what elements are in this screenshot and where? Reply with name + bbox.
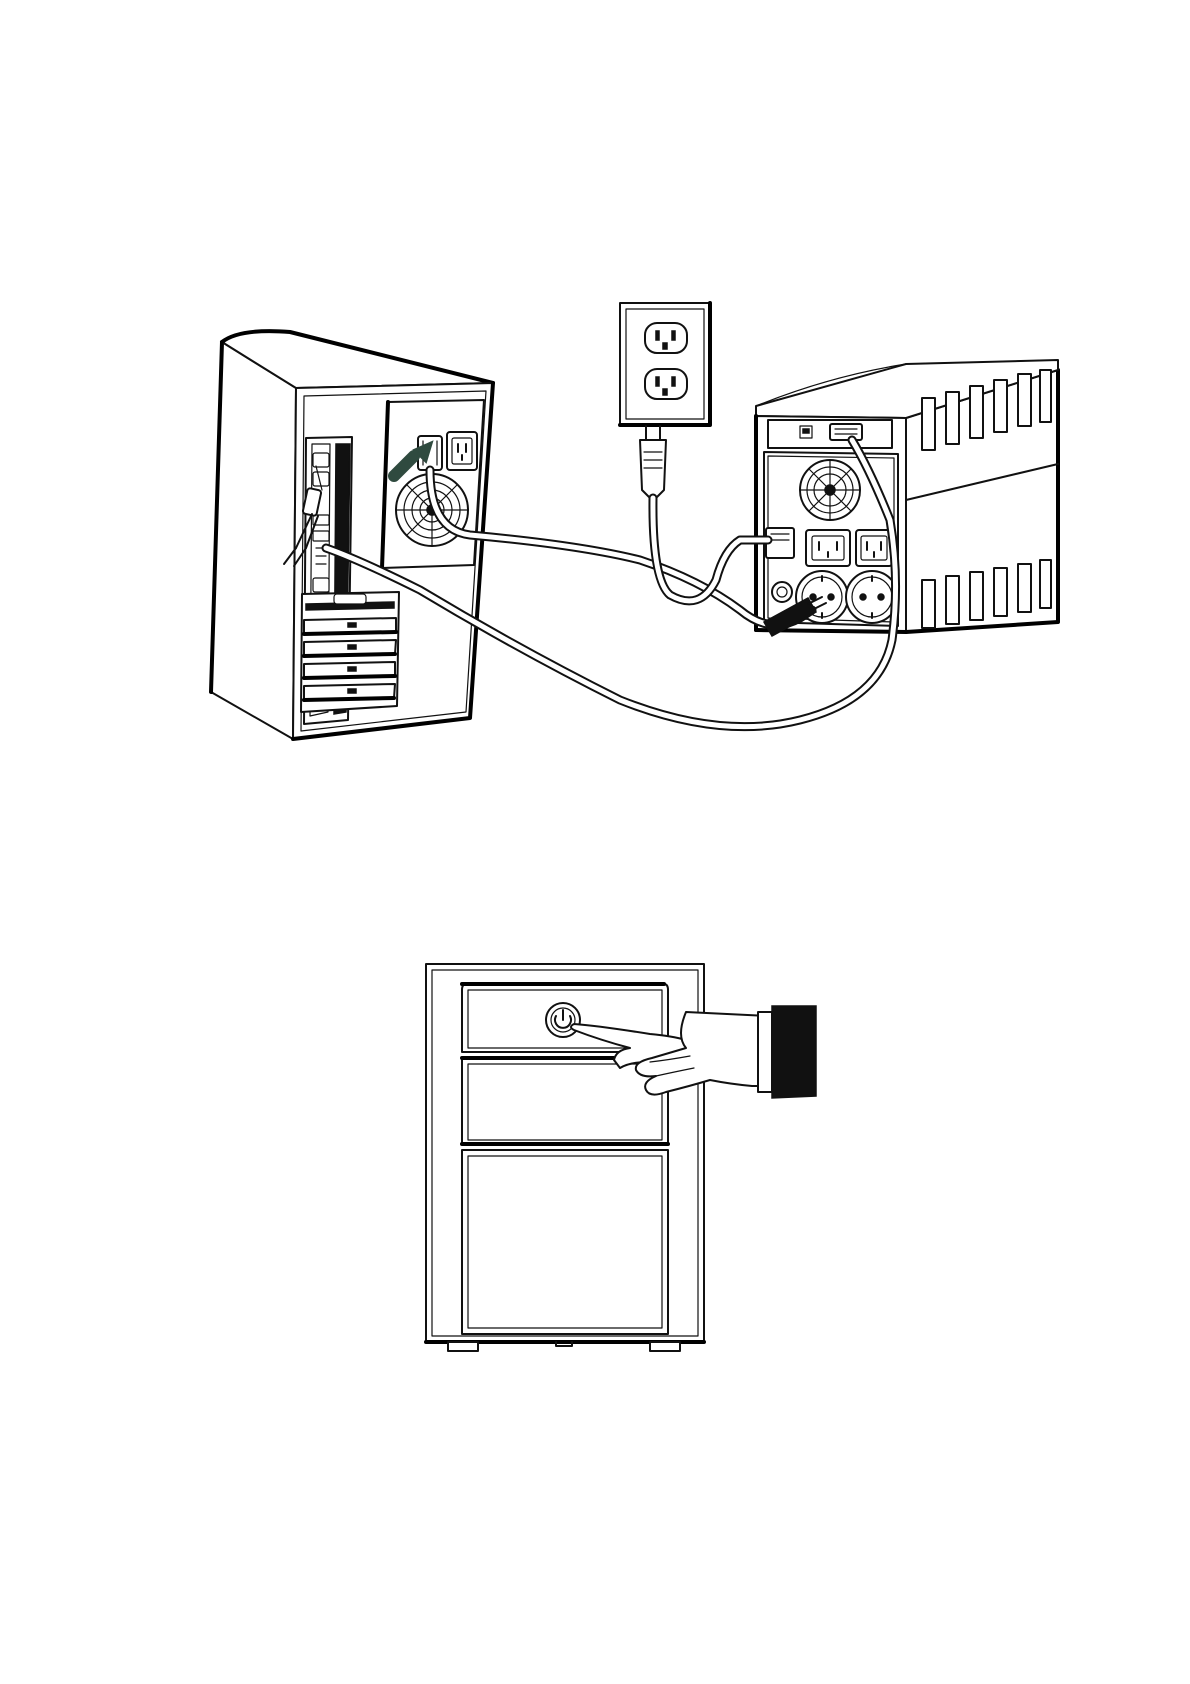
shirt-cuff xyxy=(758,1012,772,1092)
ups-foot-left xyxy=(448,1342,478,1351)
sleeve xyxy=(772,1006,816,1098)
power-button[interactable] xyxy=(546,1003,580,1037)
tower-side-panel xyxy=(211,342,296,739)
ups-unit xyxy=(756,360,1058,632)
iec-socket-icon xyxy=(806,530,850,566)
outlet-receptacle-lower xyxy=(645,369,687,399)
mains-plug xyxy=(640,426,666,498)
ups-breaker xyxy=(772,582,792,602)
wall-outlet xyxy=(620,303,710,425)
outlet-receptacle-upper xyxy=(645,323,687,353)
usb-port-icon xyxy=(800,426,812,438)
mains-cable xyxy=(653,498,768,601)
fan-grille-icon xyxy=(800,460,860,520)
iec-socket-icon xyxy=(447,432,477,470)
ups-lower-panel xyxy=(462,1150,668,1334)
power-on-diagram xyxy=(0,900,1190,1380)
tower-expansion-slots xyxy=(301,592,399,712)
ups-foot-right xyxy=(650,1342,680,1351)
rj45-port-icon xyxy=(830,424,862,440)
connection-diagram xyxy=(0,0,1190,800)
iec-socket-icon xyxy=(856,530,892,566)
computer-tower xyxy=(211,331,493,739)
wall-plate xyxy=(620,303,710,425)
